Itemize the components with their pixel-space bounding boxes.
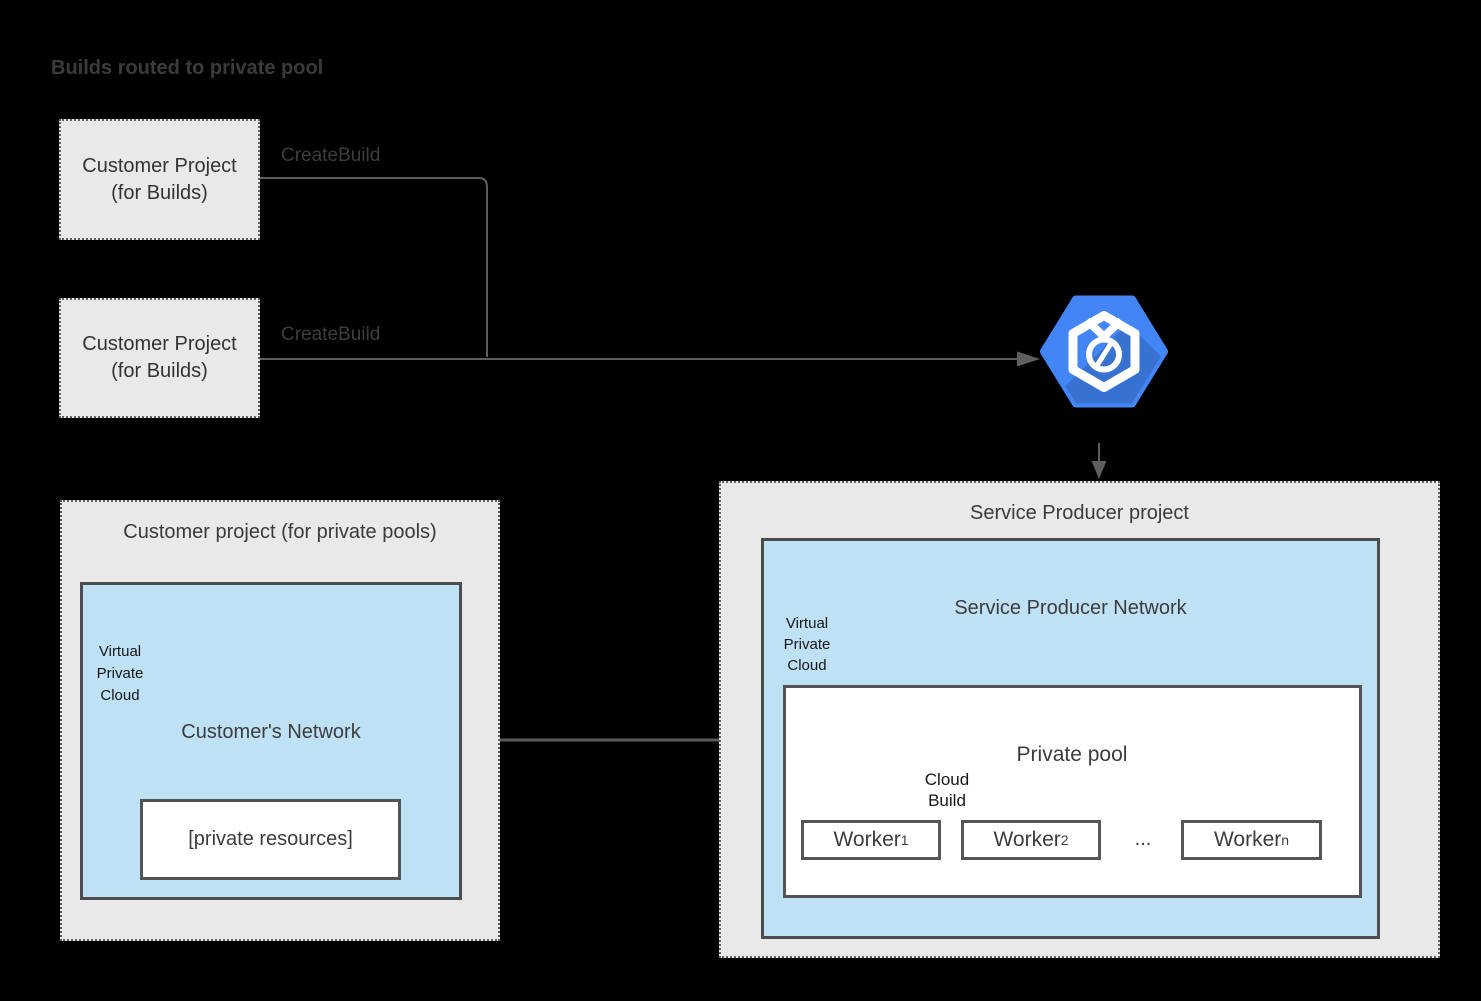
vpc-caption-left: Virtual Private Cloud: [78, 641, 162, 707]
cloud-build-caption: Cloud Build: [904, 769, 990, 811]
cloud-build-caption-line1: Cloud: [924, 770, 970, 789]
customer-pool-project-title: Customer project (for private pools): [123, 521, 437, 543]
createbuild-label-1: CreateBuild: [281, 145, 381, 166]
service-producer-project-title: Service Producer project: [970, 502, 1189, 524]
diagram-title: Builds routed to private pool: [51, 57, 324, 79]
vpc-caption-left-line1: Virtual: [98, 643, 142, 660]
customer-build-project-1-line1: Customer Project: [82, 154, 237, 177]
vpc-caption-left-line3: Cloud: [100, 687, 140, 704]
vpc-caption-right-line1: Virtual: [785, 615, 829, 632]
workers-ellipsis: ...: [1134, 828, 1152, 850]
worker-n-label: Worker: [1213, 828, 1282, 851]
vpc-caption-left-line2: Private: [96, 665, 144, 682]
createbuild-connector-1: [260, 177, 488, 357]
customer-network-title: Customer's Network: [181, 721, 361, 743]
customer-build-project-2-line2: (for Builds): [111, 360, 208, 382]
private-pool-box: [783, 685, 1362, 898]
cloud-build-caption-line2: Build: [928, 791, 966, 810]
vpc-caption-right: Virtual Private Cloud: [765, 613, 849, 676]
worker-1-label: Worker: [833, 828, 901, 851]
private-pool-label: Private pool: [1016, 743, 1128, 766]
service-producer-network-title: Service Producer Network: [954, 597, 1187, 619]
customer-build-project-2-line1: Customer Project: [82, 333, 237, 355]
createbuild-label-2: CreateBuild: [281, 324, 381, 345]
vpc-caption-right-line2: Private: [783, 636, 831, 653]
customer-build-project-box-2: Customer Project (for Builds): [59, 298, 260, 418]
vpc-caption-right-line3: Cloud: [787, 657, 827, 674]
private-resources-box: [private resources]: [140, 799, 401, 880]
customer-build-project-box-1: Customer Project (for Builds): [59, 119, 260, 240]
cloudbuild-to-project-arrow: [1091, 443, 1107, 479]
createbuild-connector-2: [260, 351, 1040, 367]
network-peering-arrow: [462, 732, 758, 748]
worker-2-label: Worker: [993, 828, 1061, 851]
customer-build-project-1-line2: (for Builds): [111, 181, 208, 204]
